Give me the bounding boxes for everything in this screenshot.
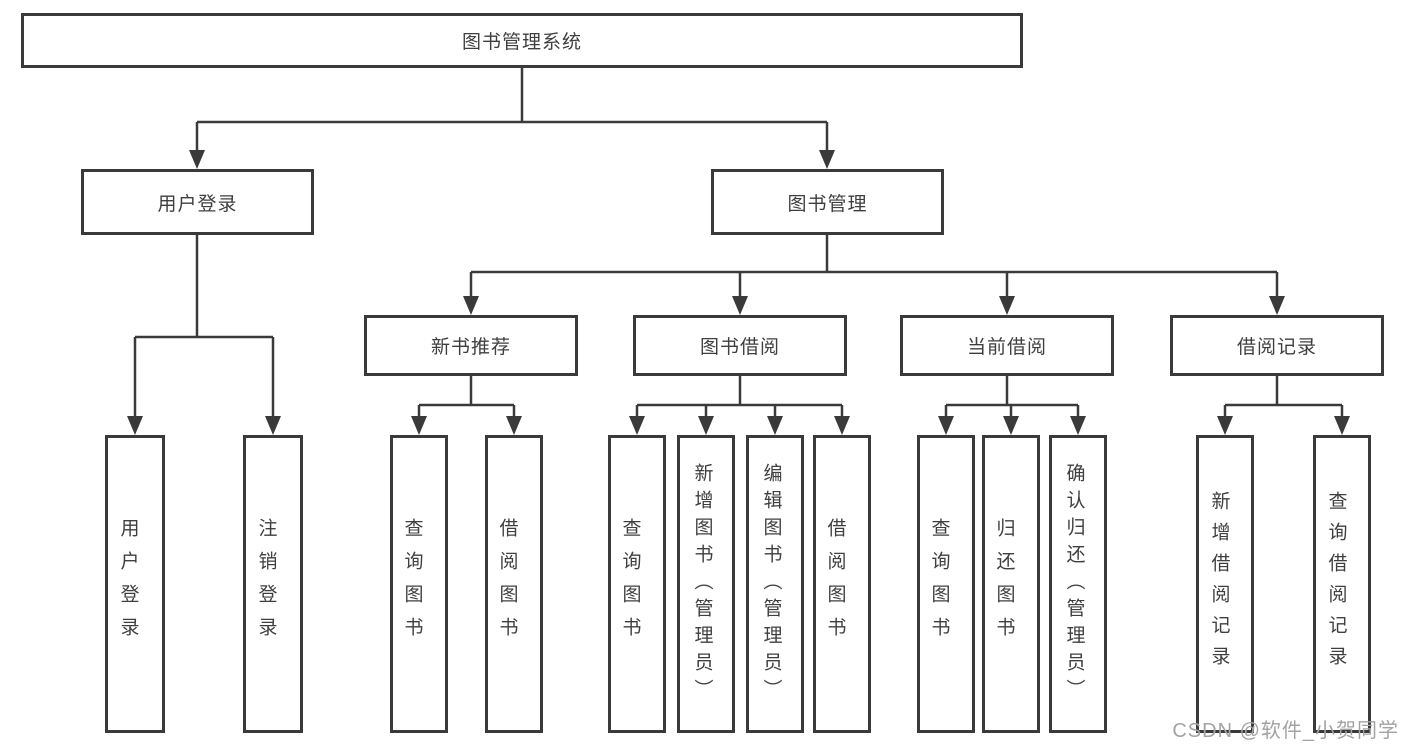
node-user-login: 用户登录 xyxy=(81,169,314,235)
node-label: 新增图书（管理员） xyxy=(691,462,713,706)
node-book-management: 图书管理 xyxy=(711,169,944,235)
node-label: 图书管理系统 xyxy=(461,32,582,53)
connector-new-book-recommend-to-leaves xyxy=(411,375,522,435)
node-label: 借阅图书 xyxy=(824,518,846,650)
node-label: 查询借阅记录 xyxy=(1325,491,1347,677)
node-label: 确认归还（管理员） xyxy=(1063,462,1085,706)
connector-current-borrow-to-leaves xyxy=(938,375,1086,435)
node-leaf-query-borrow-record: 查询借阅记录 xyxy=(1313,435,1371,733)
node-label: 查询图书 xyxy=(928,518,950,650)
node-leaf-add-book-admin: 新增图书（管理员） xyxy=(677,435,735,733)
node-label: 图书管理 xyxy=(787,193,868,215)
node-label: 用户登录 xyxy=(117,518,139,650)
node-label: 编辑图书（管理员） xyxy=(760,462,782,706)
node-leaf-query-books-recommend: 查询图书 xyxy=(390,435,448,733)
node-current-borrowing: 当前借阅 xyxy=(900,315,1114,376)
node-leaf-user-login: 用户登录 xyxy=(105,435,165,733)
node-book-borrowing: 图书借阅 xyxy=(633,315,847,376)
node-label: 注销登录 xyxy=(255,518,277,650)
csdn-watermark: CSDN @软件_小贺同学 xyxy=(1172,720,1399,742)
node-label: 用户登录 xyxy=(157,193,238,215)
node-leaf-add-borrow-record: 新增借阅记录 xyxy=(1196,435,1254,733)
node-label: 图书借阅 xyxy=(699,337,780,358)
node-label: 当前借阅 xyxy=(966,337,1047,358)
node-leaf-return-books: 归还图书 xyxy=(982,435,1040,733)
node-label: 借阅记录 xyxy=(1236,337,1317,358)
node-leaf-logout: 注销登录 xyxy=(243,435,303,733)
node-label: 新书推荐 xyxy=(430,337,511,358)
node-leaf-borrow-books-recommend: 借阅图书 xyxy=(485,435,543,733)
node-leaf-edit-book-admin: 编辑图书（管理员） xyxy=(746,435,804,733)
node-leaf-borrow-books: 借阅图书 xyxy=(813,435,871,733)
node-root-system: 图书管理系统 xyxy=(21,13,1023,68)
node-label: 查询图书 xyxy=(401,518,423,650)
connector-root-to-level2 xyxy=(189,68,835,169)
node-leaf-query-books-current: 查询图书 xyxy=(917,435,975,733)
connector-borrow-records-to-leaves xyxy=(1217,375,1350,435)
connector-book-management-to-groups xyxy=(463,235,1285,315)
node-label: 归还图书 xyxy=(993,518,1015,650)
node-leaf-query-books-borrow: 查询图书 xyxy=(608,435,666,733)
node-new-book-recommend: 新书推荐 xyxy=(364,315,578,376)
node-label: 新增借阅记录 xyxy=(1208,491,1230,677)
connector-user-login-to-leaves xyxy=(127,235,281,435)
node-label: 查询图书 xyxy=(619,518,641,650)
connector-book-borrow-to-leaves xyxy=(629,375,850,435)
node-leaf-confirm-return-admin: 确认归还（管理员） xyxy=(1049,435,1107,733)
node-label: 借阅图书 xyxy=(496,518,518,650)
node-borrowing-records: 借阅记录 xyxy=(1170,315,1384,376)
